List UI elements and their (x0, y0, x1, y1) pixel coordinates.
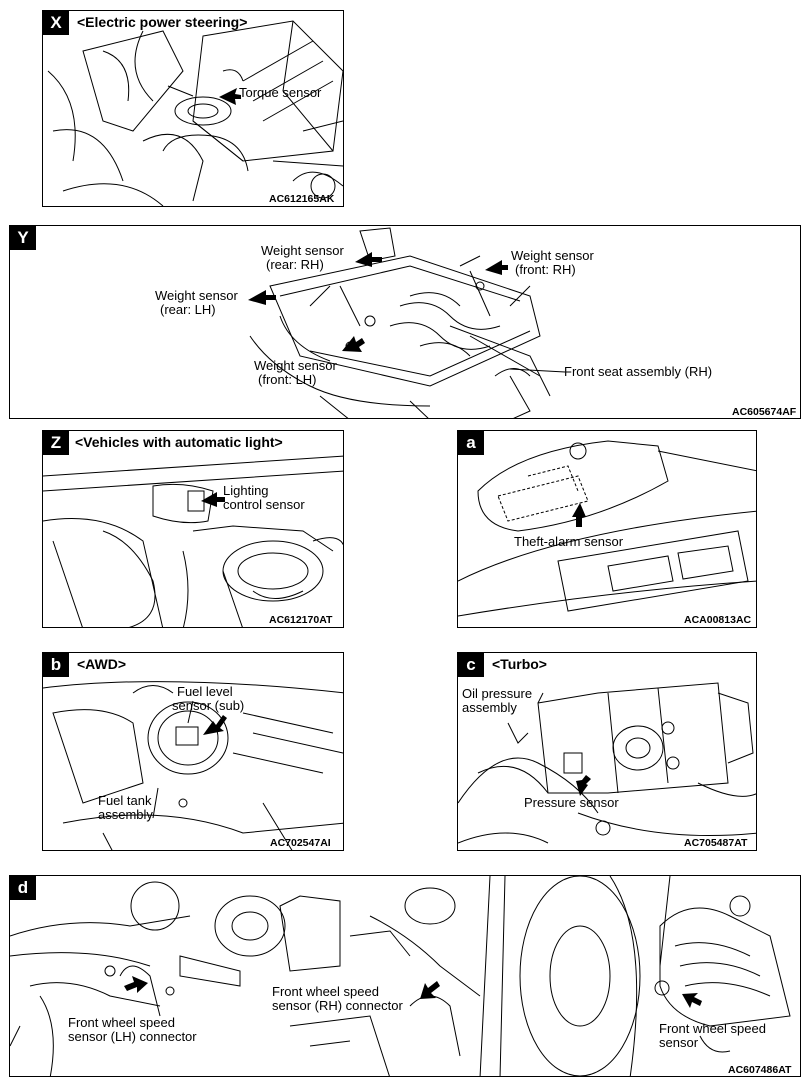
front-wheel-speed-sensor-label-1: Front wheel speed (659, 1021, 766, 1036)
pressure-sensor-label: Pressure sensor (524, 795, 619, 810)
weight-sensor-rear-lh-label-1: Weight sensor (155, 288, 238, 303)
panel-c-turbo: c <Turbo> Oil pressure assembly Pressure… (457, 652, 757, 851)
front-seat-assembly-illustration (248, 226, 801, 419)
lighting-control-sensor-label-2: control sensor (223, 497, 305, 512)
front-wheel-speed-sensor-lh-connector-label-2: sensor (LH) connector (68, 1029, 197, 1044)
panel-tag: X (43, 11, 69, 35)
panel-a-theft-alarm: a Theft-alarm sensor ACA00813AC (457, 430, 757, 628)
front-wheel-speed-sensor-rh-connector-label-2: sensor (RH) connector (272, 998, 403, 1013)
fuel-tank-assembly-label-1: Fuel tank (98, 793, 152, 808)
panel-b-awd: b <AWD> Fuel level sensor (sub) Fuel tan… (42, 652, 344, 851)
torque-sensor-illustration (43, 11, 344, 207)
front-wheel-speed-sensor-rh-connector-label-1: Front wheel speed (272, 984, 379, 999)
panel-title: <AWD> (77, 656, 127, 672)
front-wheel-speed-sensor-label-2: sensor (659, 1035, 699, 1050)
panel-z-automatic-light: Z <Vehicles with automatic light> Lighti… (42, 430, 344, 628)
weight-sensor-front-lh-label-1: Weight sensor (254, 358, 337, 373)
figure-code: ACA00813AC (684, 614, 752, 626)
oil-pressure-assembly-illustration (458, 653, 757, 851)
panel-tag: d (10, 876, 36, 900)
figure-code: AC612170AT (269, 614, 333, 626)
fuel-level-sensor-label-2: sensor (sub) (172, 698, 245, 713)
fuel-tank-illustration (43, 653, 344, 851)
theft-alarm-sensor-illustration (458, 431, 757, 628)
oil-pressure-assembly-label-1: Oil pressure (462, 686, 533, 701)
oil-pressure-assembly-label-2: assembly (462, 700, 517, 715)
panel-tag: b (43, 653, 69, 677)
weight-sensor-rear-lh-label-2: (rear: LH) (160, 302, 216, 317)
panel-title: <Electric power steering> (77, 14, 248, 30)
panel-title: <Turbo> (492, 656, 547, 672)
fuel-tank-assembly-label-2: assembly (98, 807, 153, 822)
wheel-speed-sensor-illustration (10, 876, 801, 1077)
weight-sensor-front-rh-label-1: Weight sensor (511, 248, 594, 263)
figure-code: AC605674AF (732, 406, 797, 418)
figure-code: AC607486AT (728, 1064, 792, 1076)
weight-sensor-front-rh-label-2: (front: RH) (515, 262, 576, 277)
figure-code: AC702547AI (270, 837, 331, 849)
theft-alarm-sensor-label: Theft-alarm sensor (514, 534, 624, 549)
panel-tag: Z (43, 431, 69, 455)
torque-sensor-label: Torque sensor (239, 85, 322, 100)
panel-tag: Y (10, 226, 36, 250)
figure-code: AC612165AK (269, 193, 335, 205)
weight-sensor-rear-rh-label-2: (rear: RH) (266, 257, 324, 272)
panel-title: <Vehicles with automatic light> (75, 434, 283, 450)
lighting-control-sensor-illustration (43, 431, 344, 628)
weight-sensor-front-lh-label-2: (front: LH) (258, 372, 317, 387)
weight-sensor-rear-rh-label-1: Weight sensor (261, 243, 344, 258)
front-wheel-speed-sensor-lh-connector-label-1: Front wheel speed (68, 1015, 175, 1030)
panel-x-electric-power-steering: X <Electric power steering> Torque senso… (42, 10, 344, 207)
front-seat-assembly-label: Front seat assembly (RH) (564, 364, 713, 379)
panel-tag: c (458, 653, 484, 677)
lighting-control-sensor-label-1: Lighting (223, 483, 269, 498)
fuel-level-sensor-label-1: Fuel level (177, 684, 233, 699)
figure-code: AC705487AT (684, 837, 748, 849)
panel-y-weight-sensors: Y Weight sensor (rear: RH) Weight sensor… (9, 225, 801, 419)
panel-tag: a (458, 431, 484, 455)
panel-d-wheel-speed-sensors: d Front wheel speed sensor (LH) connecto… (9, 875, 801, 1077)
